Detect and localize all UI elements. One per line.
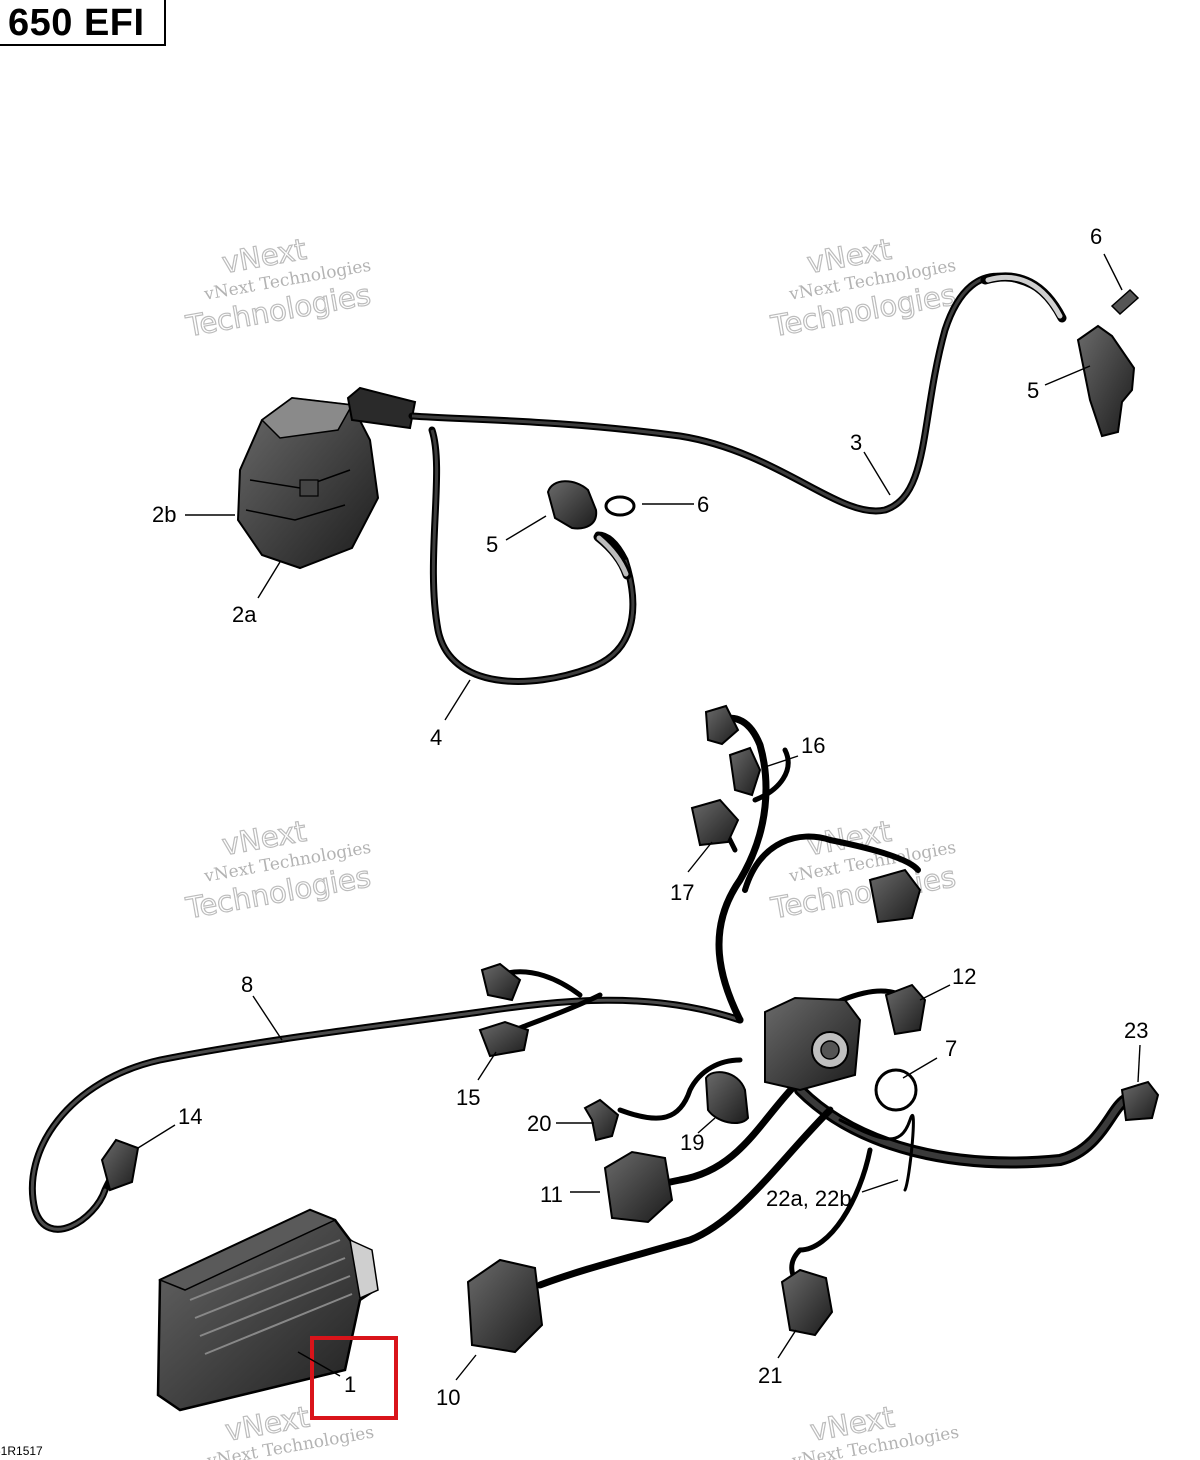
ignition-coil[interactable] — [236, 396, 380, 570]
spark-plug-cap-upper[interactable] — [1076, 324, 1136, 438]
connector-23[interactable] — [1120, 1080, 1160, 1122]
callout-5-lower: 5 — [486, 532, 498, 557]
engine-control-module[interactable] — [156, 1208, 379, 1412]
callout-20: 20 — [527, 1111, 551, 1136]
highlight-box-item-1 — [310, 1336, 398, 1420]
callout-11: 11 — [540, 1182, 563, 1207]
model-title-box: 650 EFI — [0, 0, 166, 46]
callout-17: 17 — [670, 880, 694, 905]
connector-18[interactable] — [868, 868, 922, 924]
ht-lead-3[interactable] — [408, 272, 1067, 515]
connector-15b[interactable] — [480, 962, 522, 1002]
callout-23: 23 — [1124, 1018, 1148, 1043]
model-title: 650 EFI — [8, 2, 145, 44]
callout-7: 7 — [945, 1036, 957, 1061]
figure-code: 61R1517 — [0, 1444, 43, 1458]
callout-6-upper: 6 — [1090, 224, 1102, 249]
watermark-3: vNext vNext Technologies Technologies — [182, 813, 374, 926]
connector-10[interactable] — [466, 1258, 544, 1354]
callout-8: 8 — [241, 972, 253, 997]
main-wiring-harness[interactable] — [28, 714, 1131, 1289]
clamp-7[interactable] — [874, 1068, 918, 1112]
watermark-2: vNext vNext Technologies Technologies — [767, 231, 959, 344]
connector-12[interactable] — [884, 983, 927, 1036]
harness-junction-block[interactable] — [764, 996, 862, 1092]
callout-5-upper: 5 — [1027, 378, 1039, 403]
callout-4: 4 — [430, 725, 442, 750]
connector-16[interactable] — [728, 746, 762, 797]
callout-3: 3 — [850, 430, 862, 455]
connector-15[interactable] — [478, 1020, 530, 1058]
callout-10: 10 — [436, 1385, 460, 1410]
connector-19[interactable] — [704, 1071, 750, 1125]
spark-plug-cap-lower[interactable] — [546, 480, 598, 530]
watermark-1: vNext vNext Technologies Technologies — [182, 231, 374, 344]
callout-12: 12 — [952, 964, 976, 989]
callout-21: 21 — [758, 1363, 782, 1388]
callout-2a: 2a — [232, 602, 257, 627]
connector-21[interactable] — [780, 1268, 834, 1337]
callout-14: 14 — [178, 1104, 202, 1129]
watermark-4: vNext vNext Technologies Technologies — [767, 813, 959, 926]
watermark-6: vNext vNext Technologies — [790, 1399, 961, 1460]
clip-6[interactable] — [604, 495, 636, 517]
connector-11[interactable] — [603, 1150, 674, 1224]
connector-17[interactable] — [690, 798, 740, 847]
callout-16: 16 — [801, 733, 825, 758]
connector-20[interactable] — [583, 1098, 620, 1142]
leader-lines — [137, 253, 1141, 1381]
callout-6-lower: 6 — [697, 492, 709, 517]
callout-15: 15 — [456, 1085, 480, 1110]
screw-6[interactable] — [1110, 288, 1140, 316]
callout-2b: 2b — [152, 502, 176, 527]
callout-22a-22b: 22a, 22b — [766, 1186, 852, 1211]
ht-lead-4[interactable] — [428, 426, 637, 685]
callout-1: 1 — [344, 1372, 356, 1397]
connector-14[interactable] — [100, 1138, 140, 1192]
connector-16-top[interactable] — [704, 704, 740, 746]
callout-19: 19 — [680, 1130, 704, 1155]
